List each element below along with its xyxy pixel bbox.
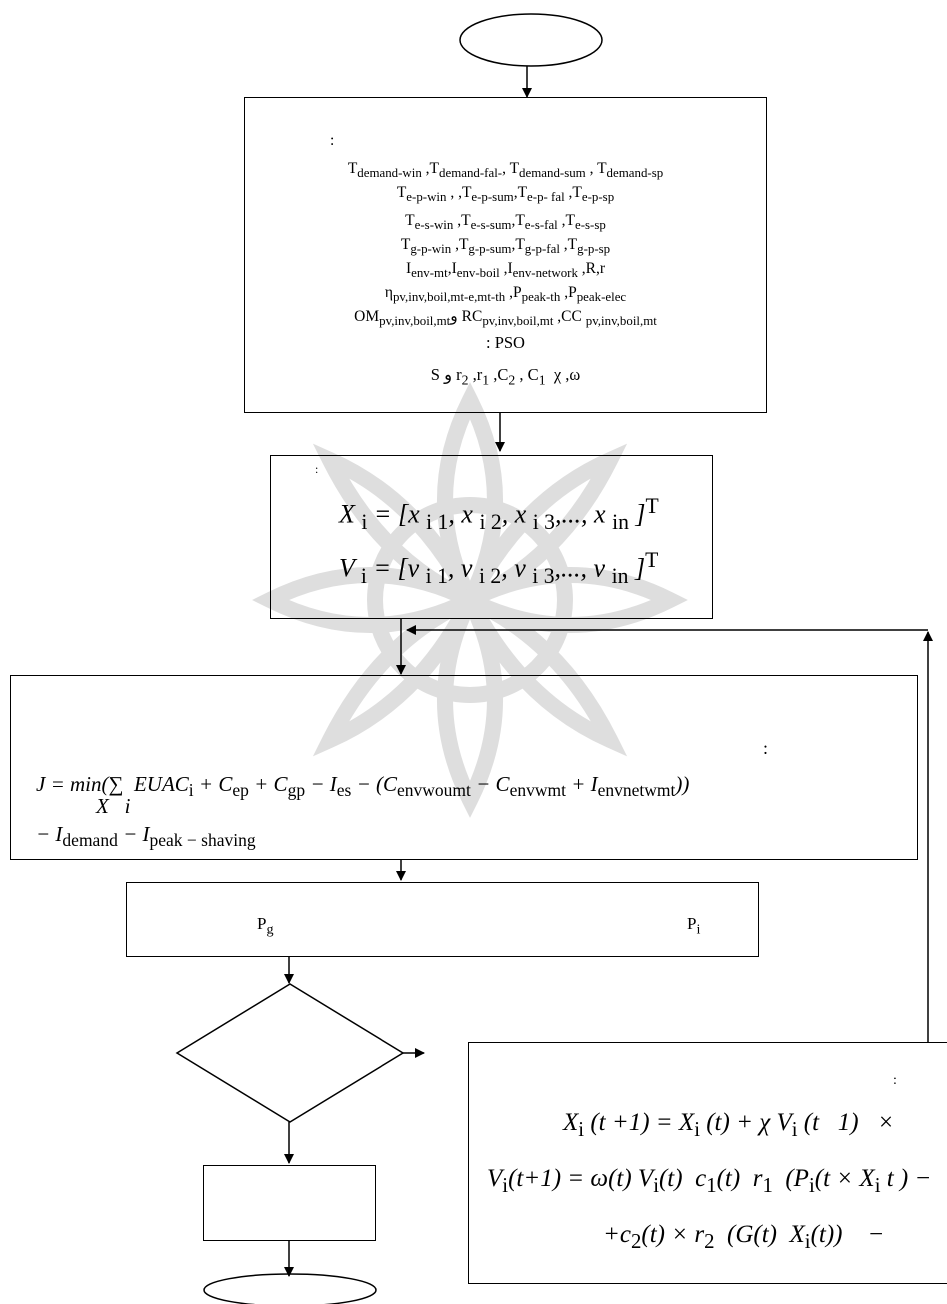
input-line-3: Te-s-win ,Te-s-sum,Te-s-fal ,Te-s-sp (405, 212, 606, 233)
global-best-label: Pg (257, 914, 274, 938)
input-line-4: Tg-p-win ,Tg-p-sum,Tg-p-fal ,Tg-p-sp (400, 236, 611, 257)
input-line-7: OMpv,inv,boil,mtو RCpv,inv,boil,mt ,CC p… (354, 308, 657, 329)
update-velocity-equation-cont: +c2(t) × r2 (G(t) Xi(t)) − (603, 1221, 885, 1253)
objective-line-2: − Idemand − Ipeak − shaving (36, 822, 256, 851)
update-position-equation: Xi (t +1) = Xi (t) + χ Vi (t 1) × (563, 1109, 895, 1141)
output-box (203, 1165, 376, 1241)
objective-function-box: : J = min(∑ EUACi + Cep + Cgp − Ies − (C… (10, 675, 918, 860)
input-parameters-box: : Tdemand-win ,Tdemand-fal-, Tdemand-sum… (244, 97, 767, 413)
personal-best-label: Pi (687, 914, 701, 938)
update-heading: : (893, 1073, 897, 1088)
update-equations-box: : Xi (t +1) = Xi (t) + χ Vi (t 1) × Vi(t… (468, 1042, 947, 1284)
input-line-8: : PSO (486, 333, 525, 352)
update-velocity-equation: Vi(t+1) = ω(t) Vi(t) c1(t) r1 (Pi(t × Xi… (487, 1165, 932, 1197)
objective-line-1-under: X i (96, 794, 131, 818)
init-position-equation: X i = [x i 1, x i 2, x i 3,..., x in ]T (339, 494, 659, 534)
input-line-9: S و r2 ,r1 ,C2 , C1 χ ,ω (430, 365, 581, 388)
input-line-1: Tdemand-win ,Tdemand-fal-, Tdemand-sum ,… (347, 160, 664, 181)
init-velocity-equation: V i = [v i 1, v i 2, v i 3,..., v in ]T (339, 548, 659, 588)
best-update-box: Pg Pi (126, 882, 759, 957)
initialization-box: : X i = [x i 1, x i 2, x i 3,..., x in ]… (270, 455, 713, 619)
init-heading: : (315, 462, 319, 476)
input-line-2: Te-p-win , ,Te-p-sum,Te-p- fal ,Te-p-sp (396, 184, 615, 205)
input-line-5: Ienv-mt,Ienv-boil ,Ienv-network ,R,r (405, 260, 606, 281)
objective-heading: : (763, 738, 769, 758)
input-line-6: ηpv,inv,boil,mt-e,mt-th ,Ppeak-th ,Ppeak… (384, 284, 627, 305)
objective-line-1: J = min(∑ EUACi + Cep + Cgp − Ies − (Cen… (36, 772, 690, 801)
input-heading: : (330, 132, 335, 149)
